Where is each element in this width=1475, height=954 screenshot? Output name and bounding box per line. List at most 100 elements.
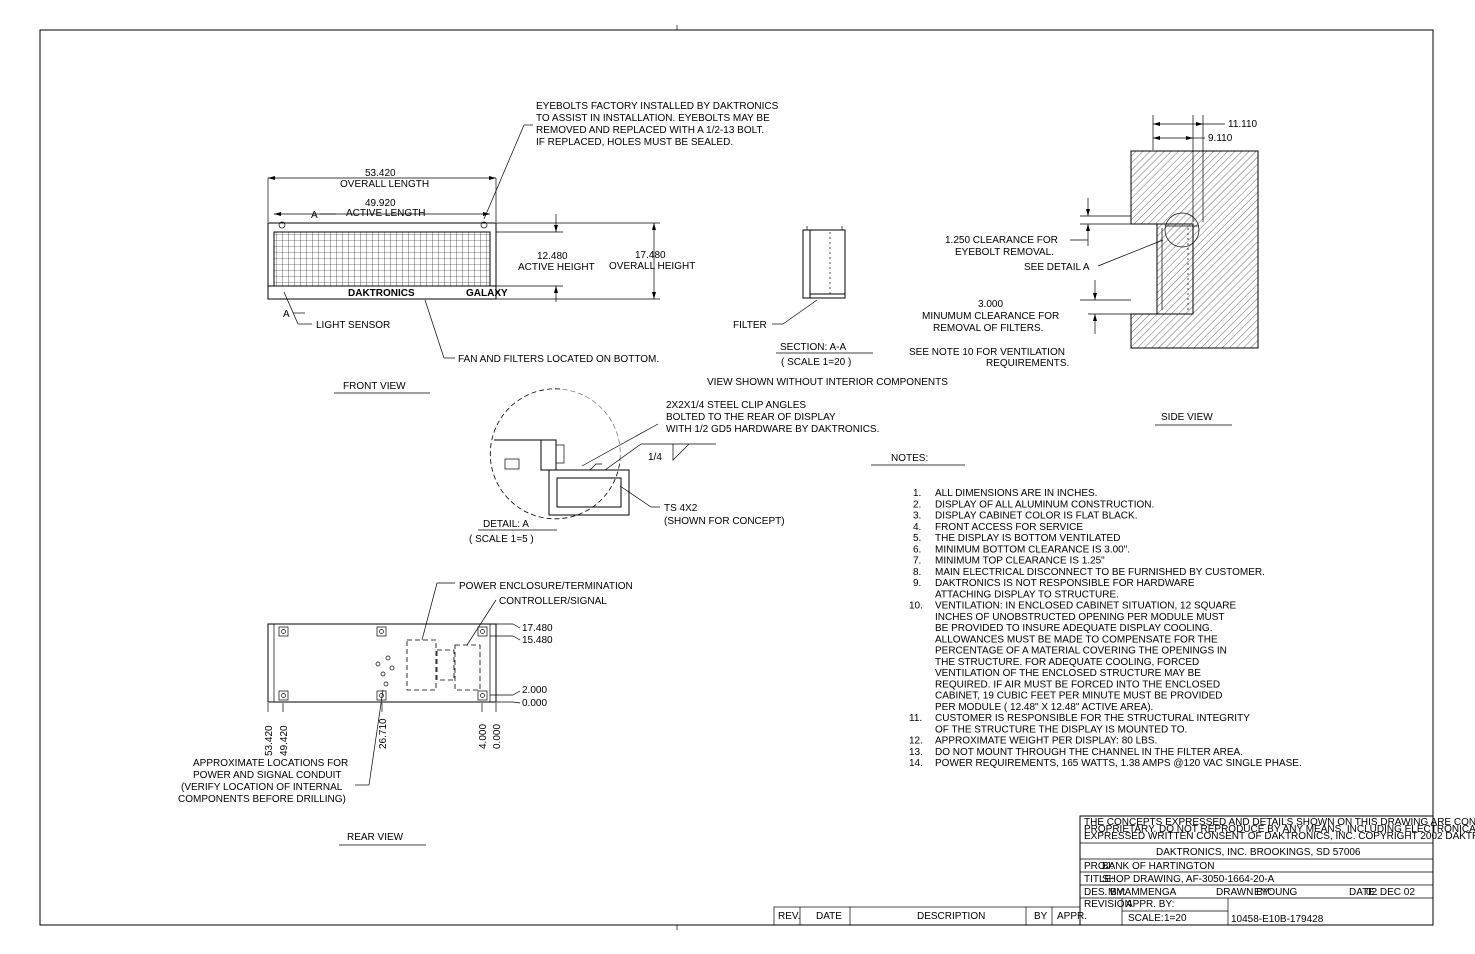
- clip-note-line-1: 2X2X1/4 STEEL CLIP ANGLES: [666, 400, 806, 411]
- note-text: PER MODULE ( 12.48" X 12.48" ACTIVE AREA…: [935, 702, 1153, 713]
- section-cabinet: [802, 229, 846, 299]
- note-number: 6.: [913, 544, 921, 555]
- vent-note-line-1: SEE NOTE 10 FOR VENTILATION: [909, 347, 1065, 358]
- notes-title: NOTES:: [891, 453, 928, 464]
- side-view: 11.110 9.110 1.250 CLEARANCE FOR EYEBOLT…: [909, 115, 1259, 426]
- rear-dim-49420: 49.420: [279, 725, 290, 756]
- active-length-label: ACTIVE LENGTH: [346, 208, 425, 219]
- note-text: ALLOWANCES MUST BE MADE TO COMPENSATE FO…: [935, 634, 1218, 645]
- title-block: THE CONCEPTS EXPRESSED AND DETAILS SHOWN…: [1079, 815, 1475, 926]
- side-dim-b: 9.110: [1208, 133, 1233, 144]
- date-label: DATE:: [1349, 887, 1378, 898]
- des-label: DES. BY:: [1084, 887, 1126, 898]
- note-text: CABINET, 19 CUBIC FEET PER MINUTE MUST B…: [935, 691, 1222, 702]
- note-number: 7.: [913, 556, 921, 567]
- tube-note-line-1: TS 4X2: [664, 503, 698, 514]
- confidential-line-1: THE CONCEPTS EXPRESSED AND DETAILS SHOWN…: [1084, 817, 1475, 828]
- section-title: SECTION: A-A: [780, 342, 846, 353]
- eyebolt-note-line-2: TO ASSIST IN INSTALLATION. EYEBOLTS MAY …: [536, 113, 770, 124]
- note-text: REQUIRED. IF AIR MUST BE FORCED INTO THE…: [935, 679, 1220, 690]
- note-number: 3.: [913, 511, 921, 522]
- note-text: INCHES OF UNOBSTRUCTED OPENING PER MODUL…: [935, 612, 1224, 623]
- eyebolt-note-line-4: IF REPLACED, HOLES MUST BE SEALED.: [536, 137, 733, 148]
- note-text: MINIMUM BOTTOM CLEARANCE IS 3.00".: [935, 544, 1130, 555]
- light-sensor-label: LIGHT SENSOR: [316, 320, 390, 331]
- brand-label-left: DAKTRONICS: [348, 288, 415, 299]
- rear-dim-4000: 4.000: [478, 724, 489, 749]
- note-number: 10.: [909, 601, 923, 612]
- note-text: DO NOT MOUNT THROUGH THE CHANNEL IN THE …: [935, 747, 1243, 758]
- filter-clearance-line-2: MINUMUM CLEARANCE FOR: [922, 311, 1059, 322]
- conduit-note-line-4: COMPONENTS BEFORE DRILLING): [178, 794, 346, 805]
- description-header: DESCRIPTION: [917, 911, 985, 922]
- led-grid: [273, 231, 491, 287]
- drafter: EYOUNG: [1254, 887, 1298, 898]
- project-name: BANK OF HARTINGTON: [1102, 861, 1214, 872]
- title-label: TITLE:: [1084, 874, 1114, 885]
- side-dim-a: 11.110: [1228, 119, 1258, 130]
- eyebolt-clearance-line-2: EYEBOLT REMOVAL.: [955, 247, 1054, 258]
- note-text: MINIMUM TOP CLEARANCE IS 1.25": [935, 556, 1105, 567]
- confidential-line-3: EXPRESSED WRITTEN CONSENT OF DAKTRONICS,…: [1084, 831, 1475, 842]
- overall-height-value: 17.480: [635, 250, 666, 261]
- note-number: 2.: [913, 499, 921, 510]
- vent-note-line-2: REQUIREMENTS.: [986, 358, 1069, 369]
- section-marker-top: A: [311, 210, 318, 221]
- filter-label: FILTER: [733, 320, 767, 331]
- notes-lines: 1.ALL DIMENSIONS ARE IN INCHES.2.DISPLAY…: [909, 488, 1302, 769]
- note-text: DISPLAY OF ALL ALUMINUM CONSTRUCTION.: [935, 499, 1154, 510]
- rear-view: POWER ENCLOSURE/TERMINATION CONTROLLER/S…: [178, 581, 633, 846]
- rear-dim-53420: 53.420: [264, 725, 275, 756]
- controller-label: CONTROLLER/SIGNAL: [499, 596, 607, 607]
- clip-note-line-2: BOLTED TO THE REAR OF DISPLAY: [666, 412, 836, 423]
- note-text: APPROXIMATE WEIGHT PER DISPLAY: 80 LBS.: [935, 736, 1157, 747]
- company-name: DAKTRONICS, INC. BROOKINGS, SD 57006: [1156, 847, 1361, 858]
- note-number: 14.: [909, 758, 923, 769]
- clip-bolt: [555, 444, 565, 464]
- drawing-title: SHOP DRAWING, AF-3050-1664-20-A: [1102, 874, 1275, 885]
- power-enclosure-label: POWER ENCLOSURE/TERMINATION: [459, 581, 633, 592]
- rear-dim-17480: 17.480: [522, 623, 553, 634]
- appr-header: APPR.: [1057, 911, 1087, 922]
- overall-length-label: OVERALL LENGTH: [340, 179, 429, 190]
- appr-label: APPR. BY:: [1126, 899, 1174, 910]
- rear-view-label: REAR VIEW: [347, 832, 404, 843]
- note-text: ATTACHING DISPLAY TO STRUCTURE.: [935, 589, 1119, 600]
- note-number: 9.: [913, 578, 921, 589]
- steel-tube-outer: [548, 469, 630, 516]
- weld-size: 1/4: [648, 452, 662, 463]
- revision-block: REV. DATE DESCRIPTION BY APPR.: [773, 906, 1087, 926]
- note-number: 11.: [909, 713, 922, 724]
- rear-dim-0000-right: 0.000: [522, 698, 547, 709]
- note-number: 5.: [913, 533, 921, 544]
- note-text: THE STRUCTURE. FOR ADEQUATE COOLING, FOR…: [935, 657, 1199, 668]
- drawing-number: 10458-E10B-179428: [1231, 914, 1324, 925]
- overall-length-value: 53.420: [365, 168, 396, 179]
- clip-note-line-3: WITH 1/2 GD5 HARDWARE BY DAKTRONICS.: [666, 424, 879, 435]
- note-number: 13.: [909, 747, 923, 758]
- power-enclosure: [406, 639, 437, 691]
- see-detail-label: SEE DETAIL A: [1024, 262, 1090, 273]
- conduit-note-line-3: (VERIFY LOCATION OF INTERNAL: [181, 782, 343, 793]
- note-text: DAKTRONICS IS NOT RESPONSIBLE FOR HARDWA…: [935, 578, 1195, 589]
- rear-dim-0000-bottom: 0.000: [492, 724, 503, 749]
- fan-filters-label: FAN AND FILTERS LOCATED ON BOTTOM.: [458, 354, 659, 365]
- note-text: THE DISPLAY IS BOTTOM VENTILATED: [935, 533, 1120, 544]
- confidential-line-2: PROPRIETARY. DO NOT REPRODUCE BY ANY MEA…: [1084, 824, 1475, 835]
- eyebolt-circle: [1164, 212, 1200, 248]
- proj-label: PROJ:: [1084, 861, 1113, 872]
- note-number: 1.: [913, 488, 921, 499]
- drawing-date: 02 DEC 02: [1366, 887, 1415, 898]
- display-cabinet-front: [267, 222, 497, 300]
- steel-tube-inner: [556, 477, 622, 508]
- eyebolt-note-line-1: EYEBOLTS FACTORY INSTALLED BY DAKTRONICS: [536, 101, 779, 112]
- filter-clearance-line-3: REMOVAL OF FILTERS.: [933, 323, 1043, 334]
- rear-dim-26710: 26.710: [378, 718, 389, 749]
- detail-scale: ( SCALE 1=5 ): [469, 534, 534, 545]
- by-header: BY: [1034, 911, 1048, 922]
- note-text: POWER REQUIREMENTS, 165 WATTS, 1.38 AMPS…: [935, 758, 1302, 769]
- rear-dim-2000: 2.000: [522, 685, 547, 696]
- clip-angle: [540, 440, 556, 471]
- revision-label: REVISION: [1084, 899, 1132, 910]
- note-number: 12.: [909, 736, 923, 747]
